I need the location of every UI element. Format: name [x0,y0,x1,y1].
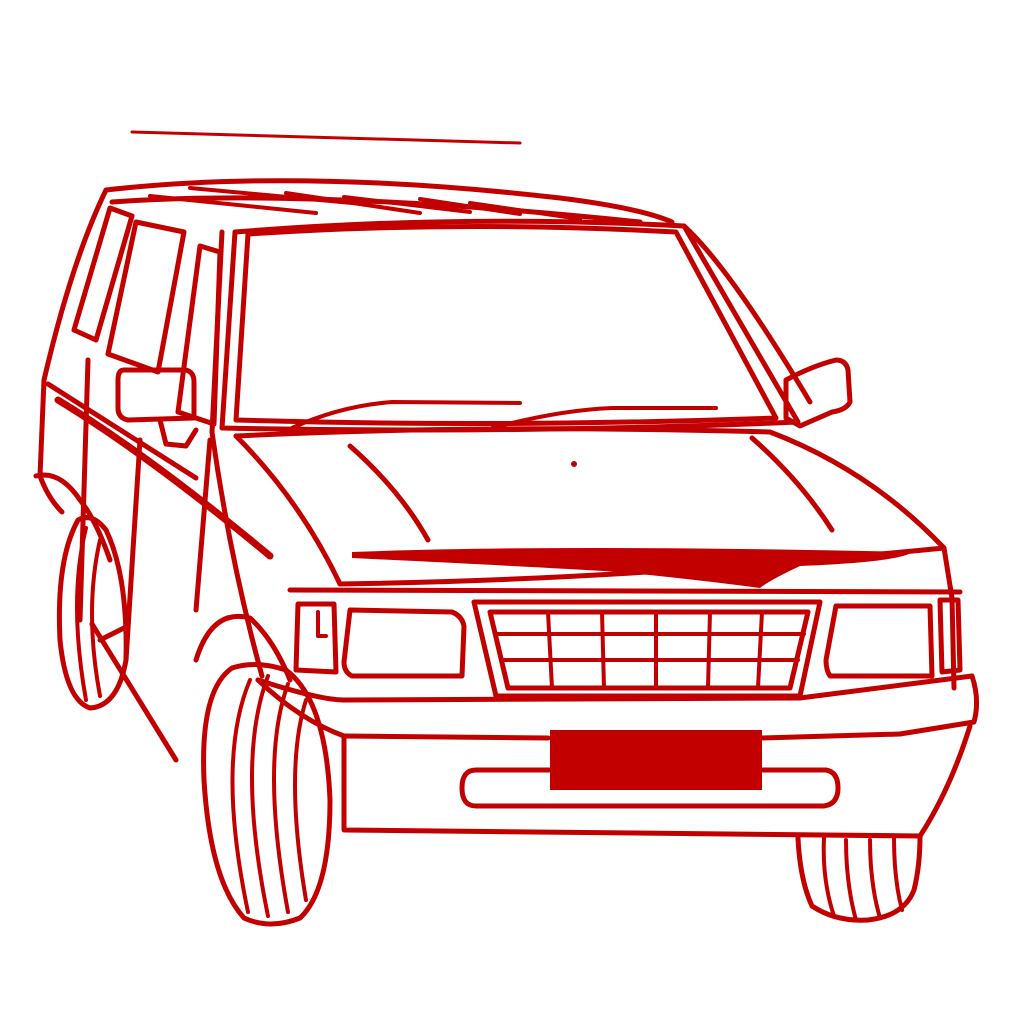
door-line-3 [193,437,213,613]
side-mirror-left-mount [157,417,199,449]
wheel-front-right-tread [821,836,904,922]
grille-bars-horizontal [494,632,806,662]
hood-ornament [571,461,577,467]
wiper-right [490,406,718,430]
rear-side-window [71,205,135,343]
turn-signal-right [937,597,963,675]
grille-inner [487,609,811,691]
license-plate [550,730,762,790]
headlight-left [341,607,467,679]
wheel-front-left-tread [230,674,308,918]
wheel-rear-left-tread [75,526,102,702]
hood-outline [233,426,947,551]
a-pillar-right [681,223,813,405]
middle-side-window [105,219,187,375]
headlight-housing [287,587,963,595]
turn-signal-left-mark [316,610,328,638]
fog-light-slot [459,767,841,809]
windshield [233,223,779,427]
side-step [89,621,179,763]
grille-frame [471,599,823,699]
wheel-front-right-tire [795,833,923,923]
sketch-line [130,130,522,145]
wiper-left [290,400,522,430]
bumper-lower-line [341,731,903,741]
roof-outline [103,178,675,225]
hood-scoop [352,548,912,588]
hood-left-edge [233,433,343,587]
wheel-arch-front-left [193,613,293,683]
body-front-right-edge [941,545,957,691]
grille-bars-vertical [546,610,764,690]
side-mirror-right [783,357,853,429]
wheel-front-left-tire [201,662,333,927]
bumper-top [255,673,980,737]
front-fender [209,429,265,679]
body-side-stripe [54,396,274,560]
door-line-2 [123,437,143,663]
side-mirror-left [115,367,197,423]
wheel-arch-rear-left [33,472,113,563]
turn-signal-left [293,601,339,675]
roof-rack-rail [148,186,582,221]
headlight-right [823,603,935,679]
door-line-1 [77,357,91,623]
bumper-outline [255,677,973,839]
hood-crease-left [347,443,431,543]
c-pillar [41,187,109,383]
front-side-window [175,243,223,427]
hood-crease-right [749,435,835,533]
wheel-rear-left-tire [56,515,129,711]
body-side-line [45,381,199,481]
